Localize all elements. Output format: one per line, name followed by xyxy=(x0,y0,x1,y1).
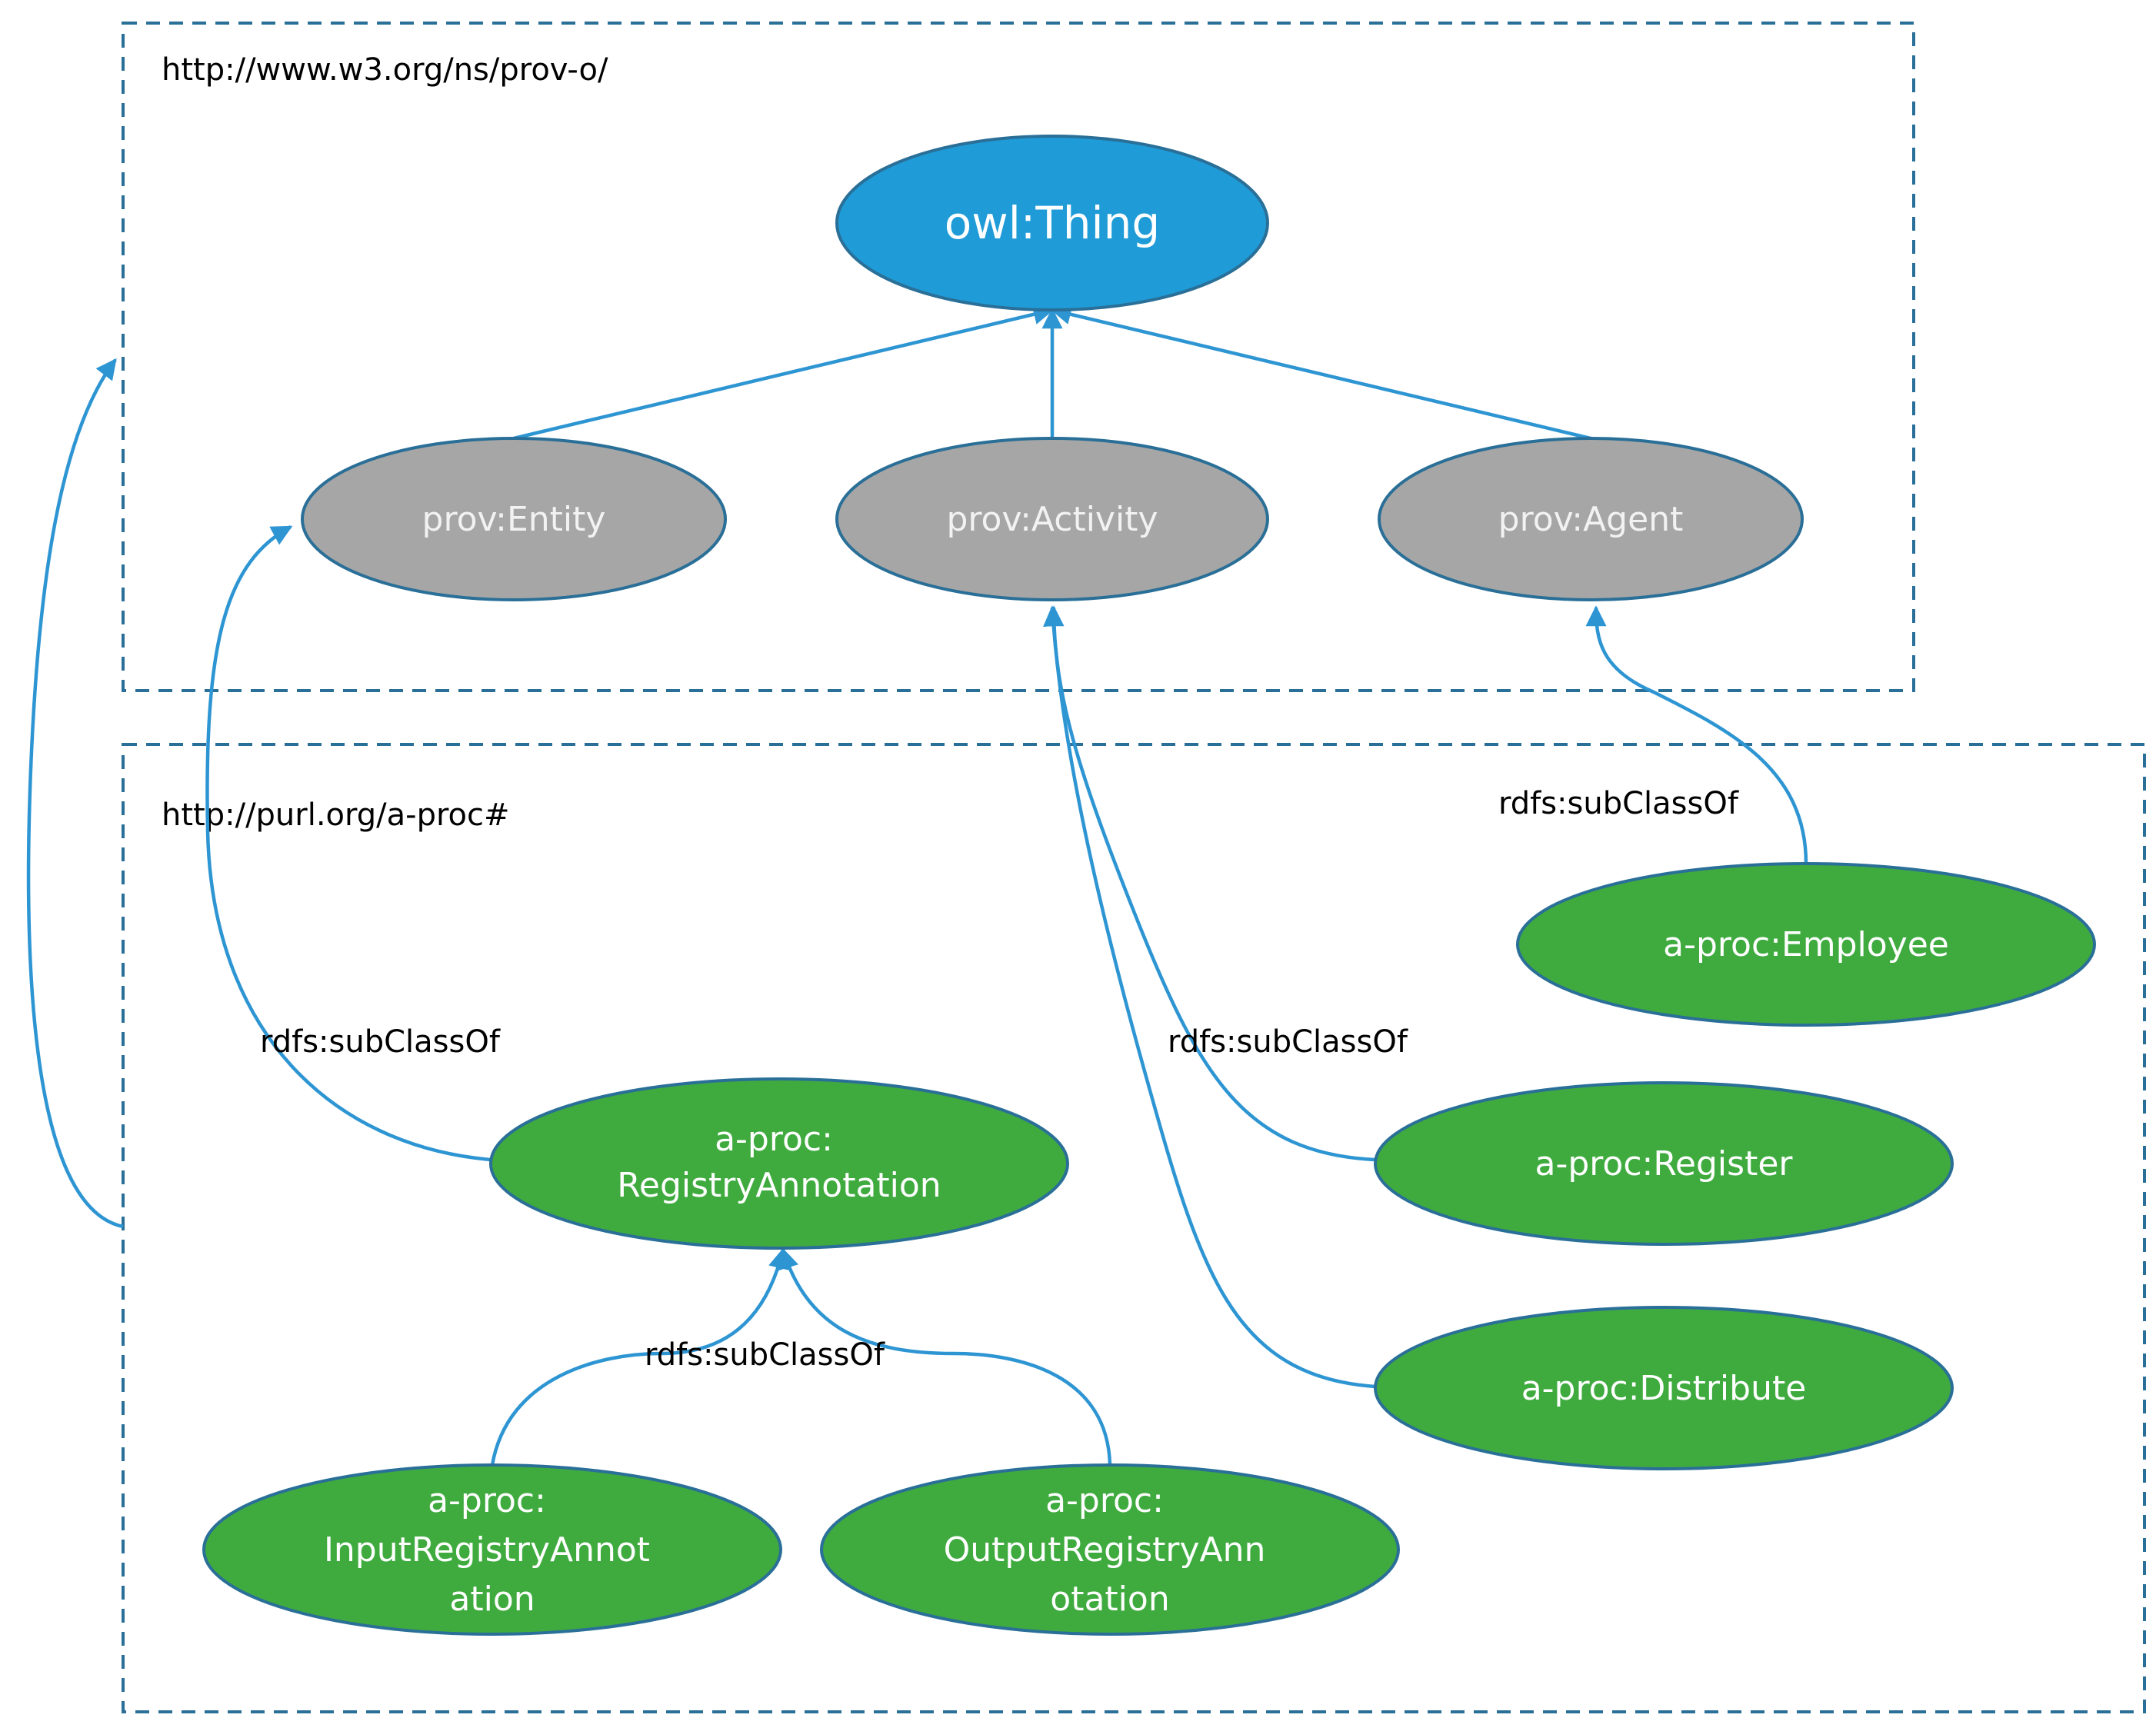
edge-agent-thing xyxy=(1050,304,1591,441)
owl-thing-label-line: owl:Thing xyxy=(945,197,1160,249)
aproc-outputregistryannotation-label: a-proc: OutputRegistryAnn otation xyxy=(944,1481,1277,1619)
edge-input-registryannotation xyxy=(490,1247,789,1466)
owl-thing-label: owl:Thing xyxy=(945,197,1160,249)
edge-label-activity-subclassof: rdfs:subClassOf xyxy=(1168,1024,1408,1060)
node-aproc-inputregistryannotation[interactable]: a-proc: InputRegistryAnnot ation xyxy=(202,1463,782,1636)
prov-entity-label: prov:Entity xyxy=(422,500,606,539)
node-owl-thing[interactable]: owl:Thing xyxy=(835,135,1269,311)
edges xyxy=(26,304,1808,1466)
aproc-outputregistryannotation-ellipse xyxy=(820,1463,1400,1636)
node-prov-activity[interactable]: prov:Activity xyxy=(835,437,1269,601)
nodes: owl:Thing prov:Entity prov:Activity prov… xyxy=(202,135,2096,1636)
node-prov-entity[interactable]: prov:Entity xyxy=(301,437,727,601)
prov-activity-ellipse xyxy=(835,437,1269,601)
aproc-registryannotation-label: a-proc: RegistryAnnotation xyxy=(617,1120,941,1205)
registryannotation-line-1: a-proc: xyxy=(715,1120,833,1159)
node-aproc-distribute[interactable]: a-proc:Distribute xyxy=(1374,1306,1954,1470)
node-aproc-outputregistryannotation[interactable]: a-proc: OutputRegistryAnn otation xyxy=(820,1463,1400,1636)
edge-label-agent-subclassof: rdfs:subClassOf xyxy=(1498,786,1739,821)
outputregistryannotation-line-3: otation xyxy=(1050,1580,1169,1619)
edge-label-entity-subclassof: rdfs:subClassOf xyxy=(260,1024,501,1060)
inputregistryannotation-line-2: InputRegistryAnnot xyxy=(324,1530,650,1570)
node-prov-agent[interactable]: prov:Agent xyxy=(1378,437,1804,601)
outputregistryannotation-line-1: a-proc: xyxy=(1045,1481,1164,1520)
prov-agent-label: prov:Agent xyxy=(1498,500,1684,539)
edge-labels: rdfs:subClassOf rdfs:subClassOf rdfs:sub… xyxy=(260,786,1739,1373)
node-aproc-employee[interactable]: a-proc:Employee xyxy=(1516,862,2096,1027)
edge-register-activity xyxy=(1043,605,1376,1162)
edge-employee-agent xyxy=(1585,605,1808,864)
aproc-employee-ellipse xyxy=(1516,862,2096,1027)
aproc-employee-label: a-proc:Employee xyxy=(1663,925,1949,964)
aproc-registryannotation-ellipse xyxy=(489,1077,1069,1250)
aproc-distribute-ellipse xyxy=(1374,1306,1954,1470)
node-aproc-register[interactable]: a-proc:Register xyxy=(1374,1081,1954,1246)
aproc-inputregistryannotation-label: a-proc: InputRegistryAnnot ation xyxy=(324,1481,661,1619)
registryannotation-line-2: RegistryAnnotation xyxy=(617,1166,941,1205)
edge-registryannotation-entity xyxy=(205,525,492,1162)
owl-thing-ellipse xyxy=(835,135,1269,311)
aproc-register-label: a-proc:Register xyxy=(1535,1144,1794,1184)
aproc-register-ellipse xyxy=(1374,1081,1954,1246)
aproc-namespace-box: http://purl.org/a-proc# xyxy=(122,743,2146,1713)
edge-entity-thing xyxy=(513,304,1055,441)
prov-activity-label: prov:Activity xyxy=(947,500,1158,539)
aproc-inputregistryannotation-ellipse xyxy=(202,1463,782,1636)
edge-distribute-activity xyxy=(1043,605,1376,1389)
prov-namespace-label: http://www.w3.org/ns/prov-o/ xyxy=(162,52,608,88)
inputregistryannotation-line-3: ation xyxy=(449,1580,535,1619)
inputregistryannotation-line-1: a-proc: xyxy=(428,1481,546,1520)
node-aproc-registryannotation[interactable]: a-proc: RegistryAnnotation xyxy=(489,1077,1069,1250)
prov-entity-ellipse xyxy=(301,437,727,601)
aproc-distribute-label: a-proc:Distribute xyxy=(1521,1369,1807,1408)
edge-aproc-ns-prov-ns xyxy=(26,358,124,1229)
aproc-namespace-label: http://purl.org/a-proc# xyxy=(162,797,510,833)
edge-output-registryannotation xyxy=(778,1247,1112,1466)
prov-agent-ellipse xyxy=(1378,437,1804,601)
prov-namespace-box: http://www.w3.org/ns/prov-o/ xyxy=(122,22,1915,692)
outputregistryannotation-line-2: OutputRegistryAnn xyxy=(944,1530,1266,1570)
edge-label-annotation-subclassof: rdfs:subClassOf xyxy=(645,1337,885,1373)
